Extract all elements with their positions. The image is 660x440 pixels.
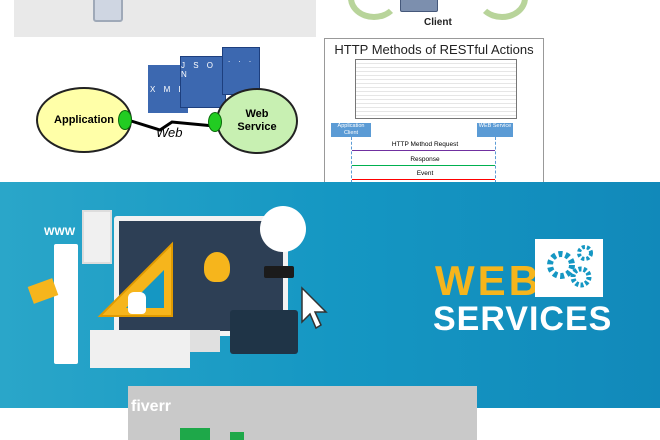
coffee-cup-icon (260, 206, 306, 252)
request-message-label: HTTP Method Request (391, 141, 459, 148)
green-logo-fragment (180, 428, 210, 440)
xml-label: X M L (150, 84, 186, 94)
thumbnail-phone-tile (14, 0, 316, 37)
web-service-ellipse: Web Service (216, 88, 298, 154)
web-services-banner: WWW WEB SERVICES (0, 182, 660, 408)
web-service-box-label: WEB Service (478, 123, 512, 129)
document-cards-icon (90, 330, 190, 368)
http-methods-table (355, 59, 517, 119)
cycle-arrow-right-icon (476, 0, 528, 20)
banner-title-web: WEB (435, 257, 542, 304)
pointer-hand-icon (128, 292, 146, 314)
server-icon (400, 0, 438, 12)
tools-strip (54, 244, 78, 364)
application-endpoint-node (118, 110, 132, 130)
thumbnail-fiverr-tile: fiverr (128, 386, 477, 440)
fiverr-watermark: fiverr (131, 398, 172, 415)
application-label: Application (54, 114, 114, 126)
request-arrow (352, 150, 495, 151)
banner-title-services: SERVICES (433, 300, 613, 338)
service-lifeline (495, 137, 496, 183)
http-methods-figure: HTTP Methods of RESTful Actions Applicat… (324, 38, 544, 184)
other-document: . . . (222, 47, 260, 95)
www-label: WWW (44, 226, 76, 238)
client-lifeline (351, 137, 352, 183)
web-link-bolt (127, 118, 215, 132)
json-label: J S O N (181, 61, 217, 79)
event-message-label: Event (416, 170, 434, 177)
http-figure-title: HTTP Methods of RESTful Actions (334, 42, 534, 57)
light-bulb-icon (204, 252, 230, 282)
service-endpoint-node (208, 112, 222, 132)
layout-grid-icon (82, 210, 112, 264)
event-arrow (352, 179, 495, 180)
response-arrow (352, 165, 495, 166)
thumbnail-client-tile: Client (330, 0, 530, 32)
response-message-label: Response (410, 156, 440, 163)
web-link-label: Web (156, 125, 183, 140)
web-service-label: Web Service (237, 108, 277, 133)
smartphone-icon (93, 0, 123, 22)
web-service-box: WEB Service (477, 123, 513, 137)
dots-label: . . . (227, 54, 255, 64)
client-label: Client (424, 17, 452, 28)
application-client-label: Application Client (337, 123, 365, 136)
gears-icon (535, 239, 603, 297)
usb-drive-icon (264, 266, 294, 278)
tablet-icon (230, 310, 298, 354)
json-document: J S O N (180, 56, 226, 108)
green-logo-fragment-2 (230, 432, 244, 440)
web-service-diagram: X M L J S O N . . . Application Web Serv… (30, 44, 310, 174)
application-ellipse: Application (36, 87, 132, 153)
application-client-box: Application Client (331, 123, 371, 137)
cursor-arrow-icon (301, 286, 328, 330)
cycle-arrow-left-icon (348, 0, 400, 20)
